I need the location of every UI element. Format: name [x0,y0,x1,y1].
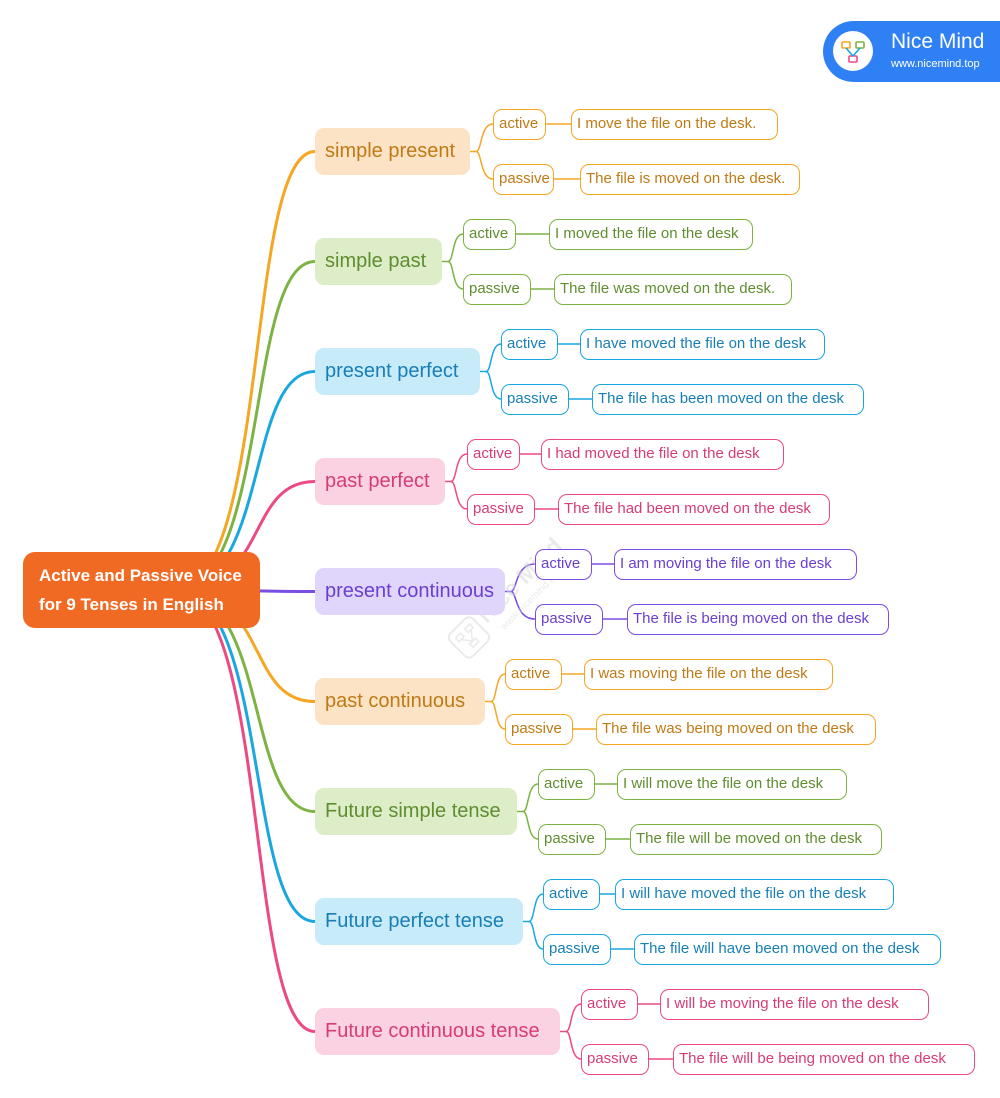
tense-node[interactable]: Future continuous tense [315,1008,560,1055]
active-label[interactable]: active [493,108,546,140]
passive-line-0 [475,150,494,180]
passive-sentence[interactable]: The file will have been moved on the des… [634,933,941,965]
tense-node[interactable]: past perfect [315,458,445,505]
active-label[interactable]: active [538,768,595,800]
active-sentence[interactable]: I have moved the file on the desk [580,328,825,360]
tense-node[interactable]: past continuous [315,678,485,725]
active-label[interactable]: active [581,988,638,1020]
active-line-7 [528,893,544,923]
tense-node[interactable]: present continuous [315,568,505,615]
branch-line-7 [173,588,317,923]
tense-node[interactable]: simple past [315,238,442,285]
passive-sentence[interactable]: The file will be being moved on the desk [673,1043,975,1075]
passive-line-4 [510,590,536,620]
passive-line-5 [490,700,506,730]
nice-mind-logo[interactable]: Nice Mind www.nicemind.top [823,21,1000,82]
mindmap-logo-icon [841,41,865,63]
passive-line-6 [522,810,539,840]
active-sentence[interactable]: I moved the file on the desk [549,218,753,250]
active-sentence[interactable]: I am moving the file on the desk [614,548,857,580]
active-sentence[interactable]: I will be moving the file on the desk [660,988,929,1020]
tense-node[interactable]: simple present [315,128,470,175]
passive-label[interactable]: passive [467,493,535,525]
logo-url: www.nicemind.top [891,58,980,70]
passive-label[interactable]: passive [538,823,606,855]
branch-line-8 [173,588,317,1033]
passive-label[interactable]: passive [505,713,573,745]
passive-label[interactable]: passive [543,933,611,965]
active-label[interactable]: active [501,328,558,360]
watermark: Nice Mind www.nicemind.top [390,475,630,715]
active-line-4 [510,563,536,593]
active-sentence[interactable]: I was moving the file on the desk [584,658,833,690]
branch-line-0 [173,150,317,592]
active-sentence[interactable]: I will have moved the file on the desk [615,878,894,910]
passive-sentence[interactable]: The file is being moved on the desk [627,603,889,635]
active-line-5 [490,673,506,703]
root-topic-line-2: for 9 Tenses in English [39,595,224,614]
active-line-8 [565,1003,582,1033]
passive-label[interactable]: passive [493,163,554,195]
active-label[interactable]: active [505,658,562,690]
passive-label[interactable]: passive [581,1043,649,1075]
passive-sentence[interactable]: The file was being moved on the desk [596,713,876,745]
passive-label[interactable]: passive [501,383,569,415]
tense-node[interactable]: Future simple tense [315,788,517,835]
passive-sentence[interactable]: The file was moved on the desk. [554,273,792,305]
passive-label[interactable]: passive [463,273,531,305]
active-line-6 [522,783,539,813]
watermark-logo-icon [447,616,491,659]
logo-name: Nice Mind [891,30,985,53]
active-label[interactable]: active [535,548,592,580]
active-sentence[interactable]: I move the file on the desk. [571,108,778,140]
active-line-3 [450,453,468,483]
tense-node[interactable]: present perfect [315,348,480,395]
active-label[interactable]: active [467,438,520,470]
root-topic[interactable]: Active and Passive Voice for 9 Tenses in… [23,552,260,628]
active-label[interactable]: active [463,218,516,250]
passive-label[interactable]: passive [535,603,603,635]
active-line-0 [475,123,494,153]
passive-line-7 [528,920,544,950]
active-sentence[interactable]: I will move the file on the desk [617,768,847,800]
active-sentence[interactable]: I had moved the file on the desk [541,438,784,470]
passive-line-1 [447,260,464,290]
passive-line-3 [450,480,468,510]
passive-line-2 [485,370,502,400]
root-topic-line-1: Active and Passive Voice [39,566,242,585]
active-line-2 [485,343,502,373]
logo-badge [833,31,873,71]
active-line-1 [447,233,464,263]
active-label[interactable]: active [543,878,600,910]
branch-line-1 [173,260,317,592]
passive-sentence[interactable]: The file has been moved on the desk [592,383,864,415]
passive-sentence[interactable]: The file is moved on the desk. [580,163,800,195]
passive-sentence[interactable]: The file will be moved on the desk [630,823,882,855]
passive-line-8 [565,1030,582,1060]
tense-node[interactable]: Future perfect tense [315,898,523,945]
passive-sentence[interactable]: The file had been moved on the desk [558,493,830,525]
